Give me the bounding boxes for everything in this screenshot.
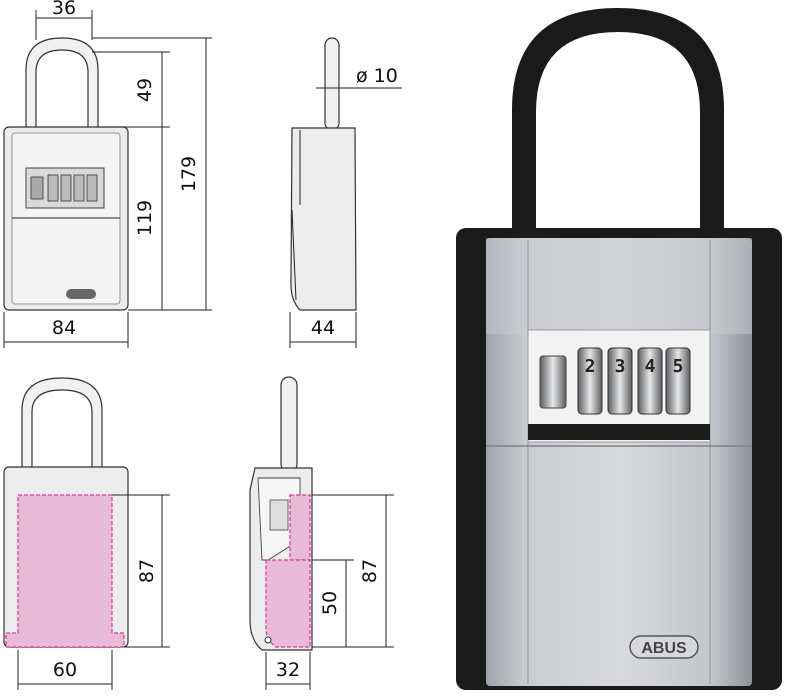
section-shackle	[280, 376, 298, 473]
dim-inner-depth: 32	[276, 659, 300, 681]
front-logo-badge	[66, 289, 96, 299]
side-section-view: 50 87 32	[249, 376, 394, 690]
side-view: ø 10 44	[289, 37, 402, 348]
dim-body-width: 84	[52, 317, 76, 339]
dim-inner-height-side: 87	[359, 559, 381, 583]
inner-space-upper	[289, 494, 311, 561]
dim-shackle-diameter: ø 10	[356, 65, 398, 87]
svg-text:2: 2	[585, 356, 596, 377]
inner-space-lower	[265, 559, 311, 648]
svg-text:5: 5	[673, 356, 684, 377]
dim-shackle-width: 36	[52, 0, 76, 19]
black-shackle	[512, 8, 724, 240]
dial-wheel-1: 2	[577, 347, 603, 415]
dim-shackle-height: 49	[134, 78, 156, 102]
dim-total-height: 179	[178, 156, 200, 192]
abus-logo-text: ABUS	[641, 640, 687, 657]
release-button	[539, 355, 567, 409]
dim-body-height: 119	[134, 200, 156, 236]
front-view: 36 49 119 179 84	[3, 0, 212, 348]
dim-inner-height-front: 87	[136, 559, 158, 583]
dim-body-depth: 44	[311, 317, 335, 339]
product-render: 2 3 4 5 ABUS	[456, 8, 782, 690]
front-inner-view: 87 60	[3, 377, 170, 690]
svg-text:4: 4	[645, 356, 656, 377]
dial-wheel-3: 4	[637, 347, 663, 415]
side-body	[290, 127, 357, 311]
dim-inner-lower-height: 50	[319, 591, 341, 615]
dim-inner-width: 60	[53, 659, 77, 681]
side-shackle	[324, 37, 340, 131]
inner-space-front	[5, 494, 125, 648]
abus-logo-badge	[629, 635, 699, 659]
dial-wheel-4: 5	[665, 347, 691, 415]
dial-wheel-2: 3	[607, 347, 633, 415]
svg-text:3: 3	[615, 356, 626, 377]
